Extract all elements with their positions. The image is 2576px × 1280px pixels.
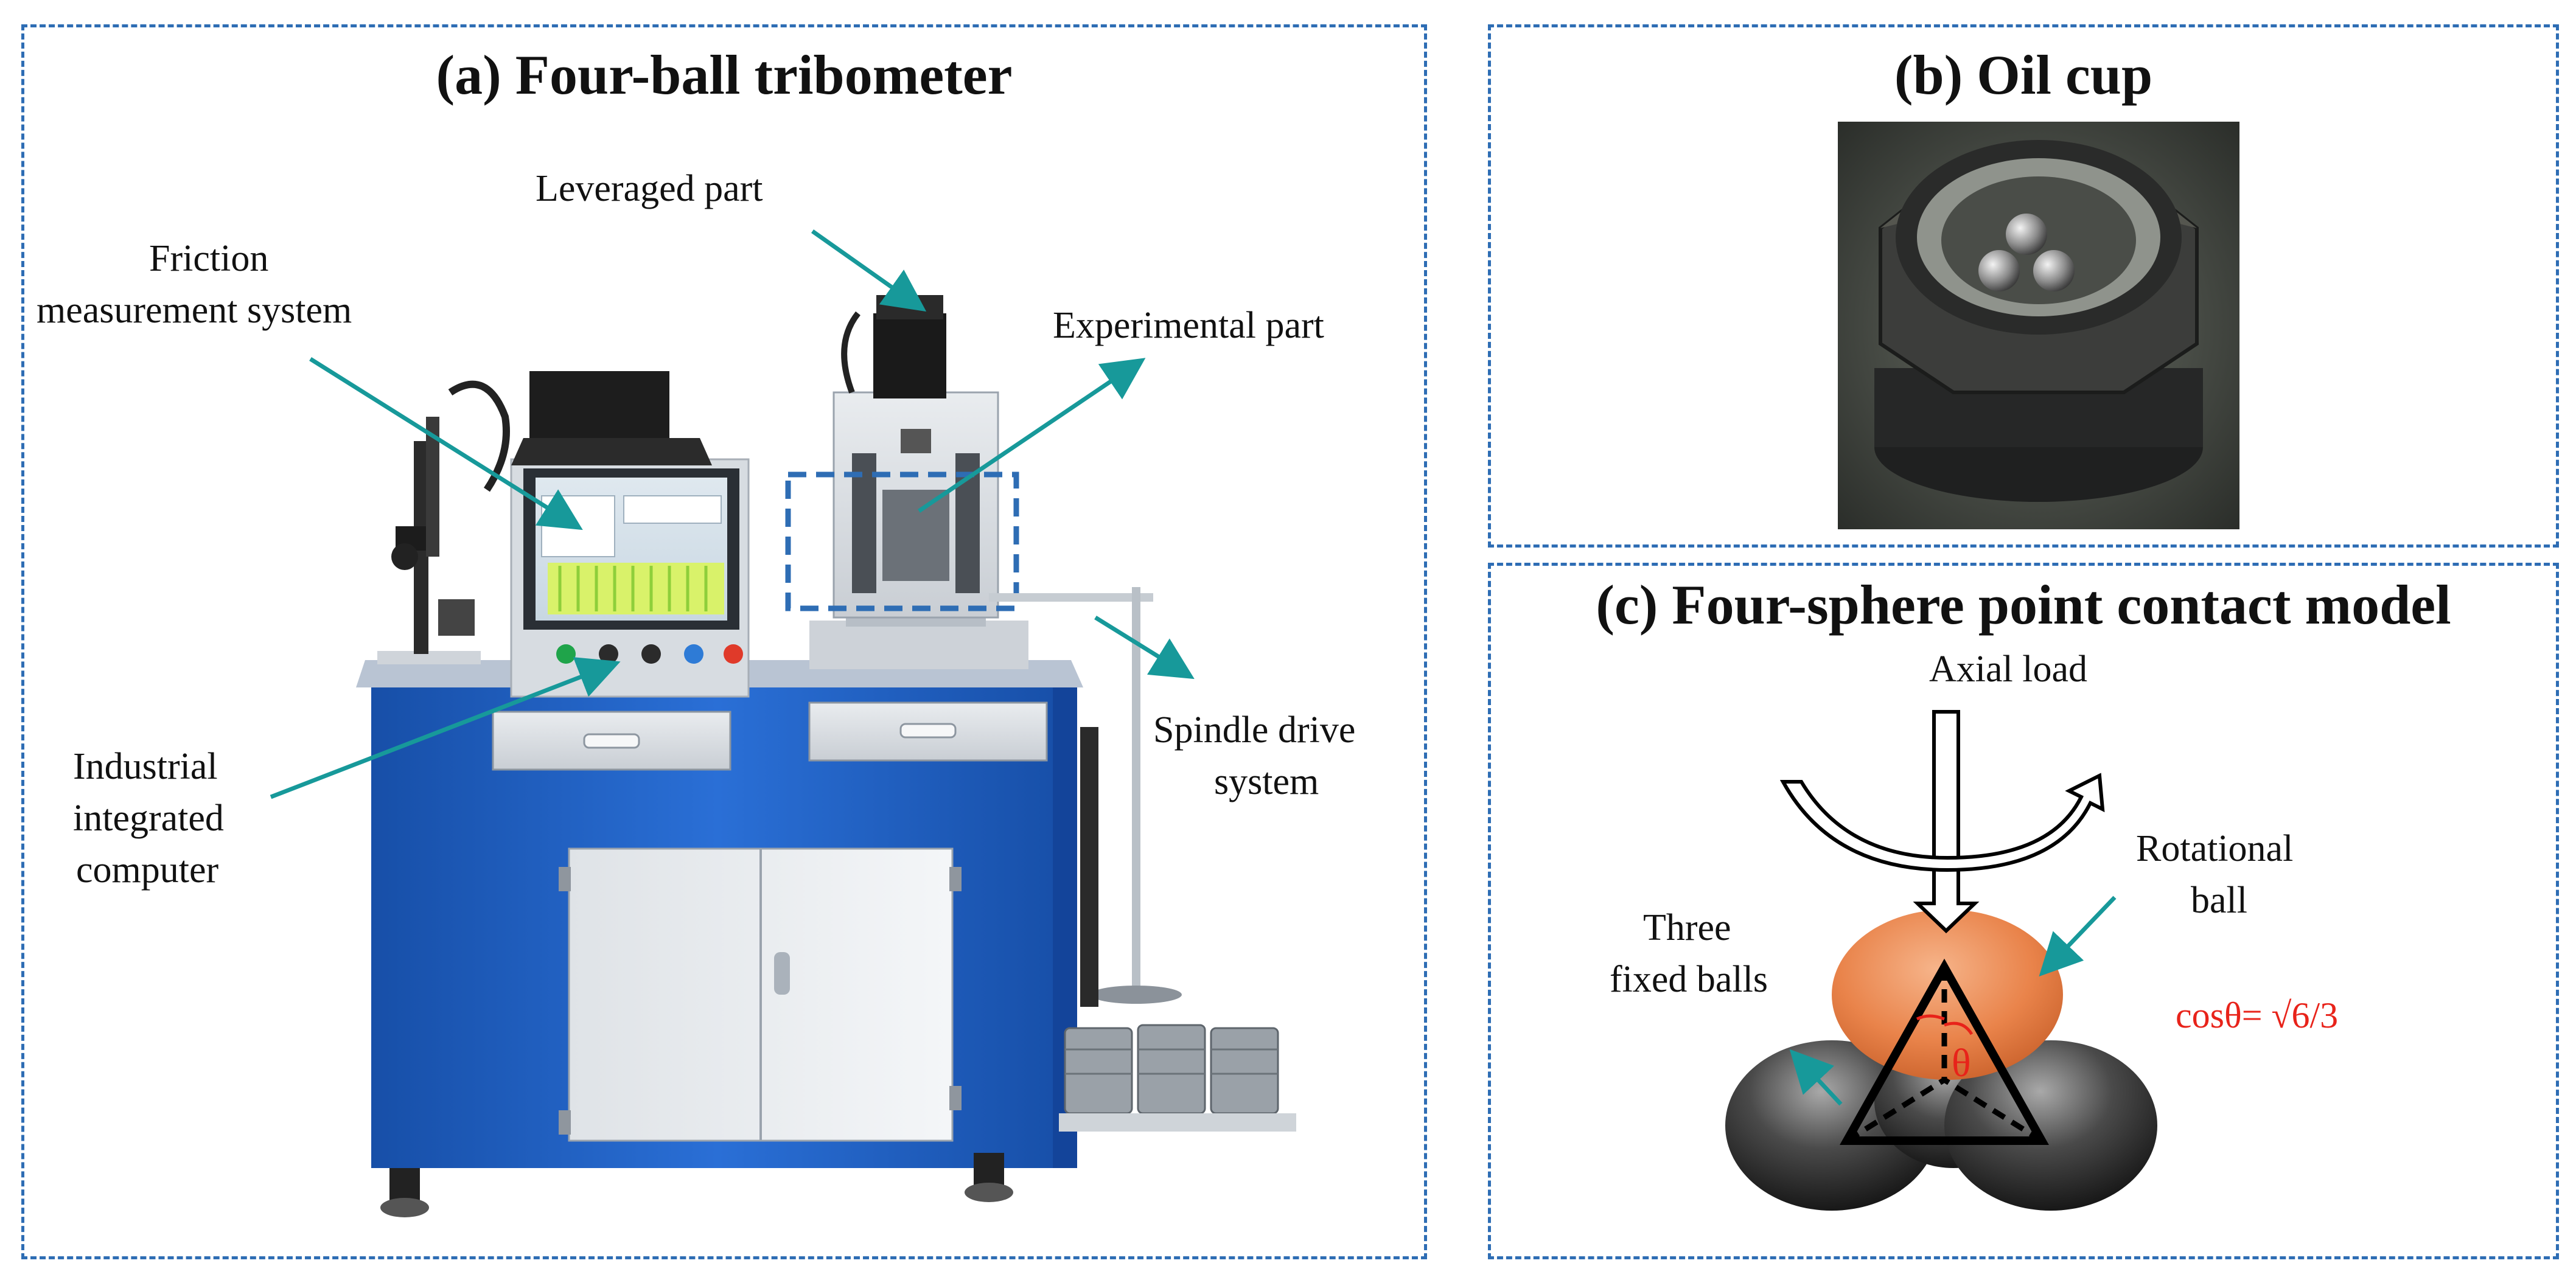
arrow-experimental-part (918, 358, 1146, 513)
industrial-computer (510, 371, 750, 698)
arrow-spindle-drive (1094, 616, 1195, 680)
panel-c-title: (c) Four-sphere point contact model (1596, 574, 2451, 636)
label-rotational-line2: ball (2191, 880, 2247, 921)
cabinet (356, 660, 1083, 1217)
callout-arrows (270, 229, 1195, 799)
label-friction-line1: Friction (149, 238, 269, 279)
microscope-stand (377, 380, 510, 664)
panel-four-ball-tribometer: (a) Four-ball tribometer (21, 24, 1427, 1259)
test-head (785, 295, 1028, 669)
fixed-ball-right (1944, 1040, 2157, 1211)
label-computer-line3: computer (76, 849, 219, 891)
label-rotational-line1: Rotational (2136, 828, 2294, 869)
label-computer-line2: integrated (73, 798, 224, 839)
label-theta: θ (1952, 1041, 1971, 1085)
panel-four-sphere-model: (c) Four-sphere point contact model (1488, 563, 2559, 1259)
axial-load-arrow (1913, 710, 1980, 934)
label-leveraged-part: Leveraged part (536, 168, 763, 209)
four-sphere-diagram (1725, 710, 2157, 1211)
label-experimental-part: Experimental part (1053, 305, 1324, 346)
label-fixed-line2: fixed balls (1610, 959, 1768, 1000)
rotational-ball (1832, 910, 2063, 1080)
rotation-arrow (1779, 773, 2105, 872)
tribometer-illustration (270, 229, 1296, 1217)
label-computer-line1: Industrial (73, 746, 218, 787)
lever-and-weights (989, 587, 1296, 1132)
arrow-industrial-computer (270, 657, 621, 799)
formula-cos-theta: cosθ= √6/3 (2176, 995, 2339, 1035)
contact-triangle (1840, 958, 2049, 1145)
label-friction-line2: measurement system (37, 290, 352, 331)
label-axial-load: Axial load (1929, 649, 2087, 690)
oil-cup-photo (1838, 122, 2239, 529)
arrow-rotational-ball (2039, 896, 2117, 977)
panel-a-title: (a) Four-ball tribometer (436, 44, 1013, 106)
label-spindle-line2: system (1214, 761, 1319, 802)
arrow-fixed-balls (1789, 1049, 1843, 1106)
arrow-leveraged-part (811, 229, 927, 312)
arrow-friction-system (309, 357, 583, 530)
label-spindle-line1: Spindle drive (1153, 709, 1356, 751)
panel-oil-cup: (b) Oil cup (1488, 24, 2559, 548)
label-fixed-line1: Three (1643, 907, 1731, 948)
panel-b-title: (b) Oil cup (1894, 44, 2153, 106)
